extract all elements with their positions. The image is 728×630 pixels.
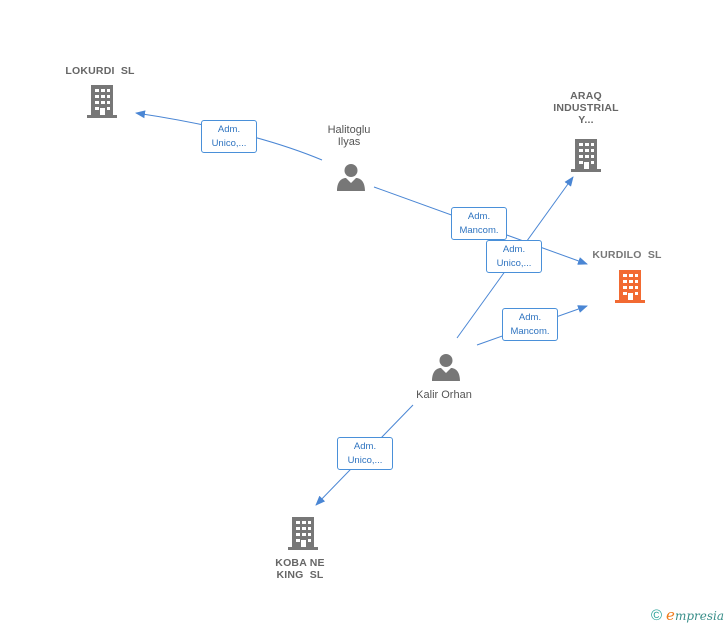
- person-icon[interactable]: [336, 162, 366, 192]
- building-icon[interactable]: [86, 84, 118, 118]
- edge-label-role: Adm.: [502, 244, 526, 255]
- edge-label-detail: Mancom.: [510, 326, 550, 337]
- edge-label-halitoglu-lokurdi[interactable]: Adm. Unico,...: [201, 120, 257, 153]
- edge-label-detail: Mancom.: [459, 225, 499, 236]
- edge-label-detail: Unico,...: [211, 138, 247, 149]
- node-label-kalir[interactable]: Kalir Orhan: [416, 389, 472, 401]
- node-label-kurdilo[interactable]: KURDILO SL: [592, 249, 662, 261]
- edge-label-role: Adm.: [467, 211, 491, 222]
- copyright-icon: ©: [650, 606, 663, 624]
- building-icon[interactable]: [287, 516, 319, 550]
- edge-label-role: Adm.: [353, 441, 377, 452]
- brand-initial: e: [666, 606, 675, 624]
- edge-label-role: Adm.: [518, 312, 542, 323]
- node-label-araq[interactable]: ARAQ INDUSTRIAL Y...: [553, 90, 619, 126]
- node-label-halitoglu[interactable]: Halitoglu Ilyas: [327, 124, 371, 148]
- edge-label-detail: Unico,...: [496, 258, 532, 269]
- edge-label-role: Adm.: [217, 124, 241, 135]
- edge-label-halitoglu-kurdilo[interactable]: Adm. Mancom.: [451, 207, 507, 240]
- brand-logo[interactable]: empresia: [666, 606, 724, 624]
- building-icon[interactable]: [614, 269, 646, 303]
- edge-label-detail: Unico,...: [347, 455, 383, 466]
- brand-name: mpresia: [674, 609, 724, 623]
- edge-label-kalir-araq[interactable]: Adm. Unico,...: [486, 240, 542, 273]
- footer-brand: © empresia: [651, 606, 724, 624]
- building-icon[interactable]: [570, 138, 602, 172]
- node-label-koba[interactable]: KOBA NE KING SL: [275, 557, 325, 581]
- edge-label-kalir-koba[interactable]: Adm. Unico,...: [337, 437, 393, 470]
- node-label-lokurdi[interactable]: LOKURDI SL: [65, 65, 135, 77]
- edge-label-kalir-kurdilo[interactable]: Adm. Mancom.: [502, 308, 558, 341]
- person-icon[interactable]: [431, 352, 461, 382]
